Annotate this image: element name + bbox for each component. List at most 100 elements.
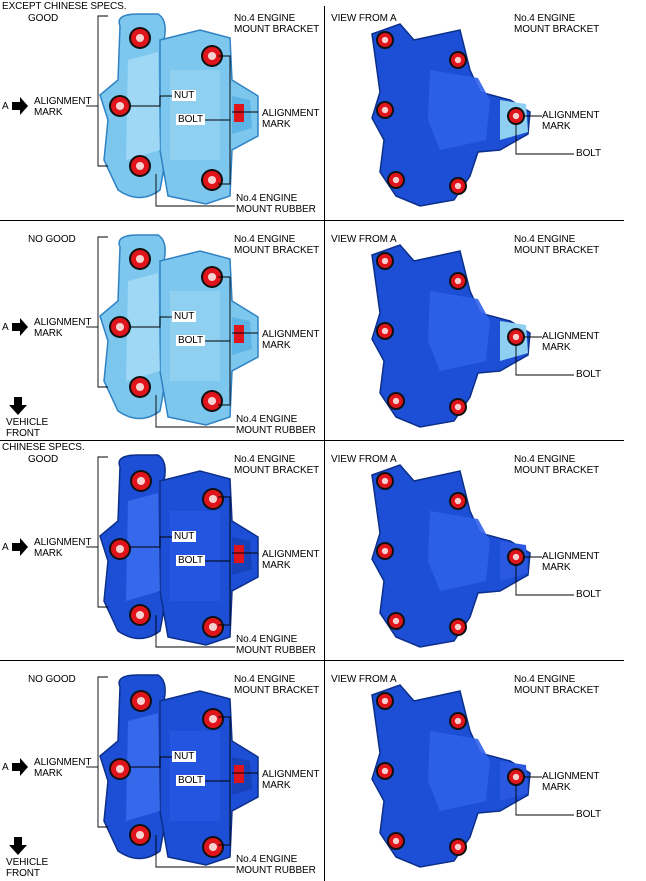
view-from-a-label: VIEW FROM A — [331, 674, 397, 685]
mount-bolt-marker — [449, 398, 467, 416]
vehicle-front-arrow-icon — [9, 397, 27, 415]
right-alignment-mark-label: ALIGNMENT MARK — [262, 329, 320, 351]
right-view-bolt-label: BOLT — [576, 809, 601, 820]
mount-bolt-marker — [202, 616, 224, 638]
status-label: GOOD — [28, 13, 59, 24]
alignment-mark-label: ALIGNMENT MARK — [34, 757, 92, 779]
right-view-bolt-label: BOLT — [576, 148, 601, 159]
mount-bolt-marker — [129, 824, 151, 846]
mount-bolt-marker — [387, 832, 405, 850]
bolt-label: BOLT — [176, 335, 205, 346]
alignment-mark-label: ALIGNMENT MARK — [34, 317, 92, 339]
right-mount-view — [371, 684, 531, 868]
mount-bolt-marker — [129, 376, 151, 398]
mount-bolt-marker — [449, 177, 467, 195]
right-view-bracket-label: No.4 ENGINE MOUNT BRACKET — [514, 234, 600, 256]
mount-bolt-marker — [387, 612, 405, 630]
view-a-arrow-icon — [12, 538, 28, 556]
right-view-alignment-label: ALIGNMENT MARK — [542, 110, 600, 132]
mount-bolt-marker — [201, 390, 223, 412]
mount-bolt-marker — [376, 692, 394, 710]
bolt-label: BOLT — [176, 114, 205, 125]
status-label: GOOD — [28, 454, 59, 465]
nut-leader-line — [130, 756, 174, 768]
mount-bolt-marker — [449, 712, 467, 730]
panel-divider — [0, 660, 624, 661]
view-a-arrow-icon — [12, 318, 28, 336]
vehicle-front-arrow-icon — [9, 837, 27, 855]
right-view-bracket-label: No.4 ENGINE MOUNT BRACKET — [514, 13, 600, 35]
mount-bolt-marker — [376, 762, 394, 780]
spec-header: EXCEPT CHINESE SPECS. — [2, 1, 127, 12]
bracket-label: No.4 ENGINE MOUNT BRACKET — [234, 454, 320, 476]
mount-bolt-marker — [376, 472, 394, 490]
right-bolt-leader-line — [515, 124, 574, 155]
mount-bolt-marker — [109, 316, 131, 338]
spec-header: CHINESE SPECS. — [2, 442, 85, 453]
mount-bolt-marker — [129, 155, 151, 177]
mount-bolt-marker — [449, 618, 467, 636]
mount-bolt-marker — [449, 51, 467, 69]
view-from-a-label: VIEW FROM A — [331, 234, 397, 245]
mount-bolt-marker — [376, 542, 394, 560]
rubber-leader-line — [155, 395, 235, 428]
status-label: NO GOOD — [28, 234, 76, 245]
nut-leader-line — [130, 95, 174, 107]
bolt-label: BOLT — [176, 775, 205, 786]
right-alignment-mark-label: ALIGNMENT MARK — [262, 769, 320, 791]
diagram-panel: CHINESE SPECS.GOOD VIEW FROM A A ALIGNMENT … — [0, 441, 646, 661]
mount-bolt-marker — [109, 758, 131, 780]
diagram-panel: EXCEPT CHINESE SPECS.GOOD VIEW FROM A A ALI… — [0, 0, 646, 220]
alignment-bracket-line — [97, 236, 108, 388]
right-view-alignment-label: ALIGNMENT MARK — [542, 551, 600, 573]
mount-bolt-marker — [507, 328, 525, 346]
view-from-a-label: VIEW FROM A — [331, 13, 397, 24]
alignment-mark-label: ALIGNMENT MARK — [34, 96, 92, 118]
mount-bolt-marker — [130, 470, 152, 492]
rubber-leader-line — [155, 174, 235, 207]
mount-bolt-marker — [449, 492, 467, 510]
view-a-label: A — [2, 322, 9, 333]
panel-divider — [0, 440, 624, 441]
vehicle-front-label: VEHICLE FRONT — [6, 417, 49, 439]
mount-bolt-marker — [202, 836, 224, 858]
view-a-label: A — [2, 542, 9, 553]
view-a-label: A — [2, 762, 9, 773]
alignment-bracket-line — [97, 456, 108, 608]
bracket-label: No.4 ENGINE MOUNT BRACKET — [234, 234, 320, 256]
mount-bolt-marker — [129, 604, 151, 626]
right-alignment-mark-label: ALIGNMENT MARK — [262, 549, 320, 571]
mount-bolt-marker — [201, 266, 223, 288]
diagram-panel: NO GOOD VIEW FROM A A ALIGNMENT MARK NUT BOLT… — [0, 661, 646, 881]
view-from-a-label: VIEW FROM A — [331, 454, 397, 465]
view-a-arrow-icon — [12, 97, 28, 115]
right-bolt-leader-line — [515, 565, 574, 596]
alignment-bracket-line — [97, 15, 108, 167]
mount-bolt-marker — [449, 838, 467, 856]
rubber-leader-line — [155, 835, 235, 868]
mount-bolt-marker — [449, 272, 467, 290]
view-a-label: A — [2, 101, 9, 112]
mount-bolt-marker — [201, 45, 223, 67]
right-mount-view — [371, 23, 531, 207]
mount-bolt-marker — [109, 538, 131, 560]
mount-bolt-marker — [129, 27, 151, 49]
nut-label: NUT — [172, 311, 197, 322]
status-label: NO GOOD — [28, 674, 76, 685]
right-view-alignment-label: ALIGNMENT MARK — [542, 771, 600, 793]
mount-illustration — [12, 13, 574, 207]
mount-bolt-marker — [376, 252, 394, 270]
rubber-leader-line — [155, 615, 235, 648]
mount-bolt-marker — [376, 101, 394, 119]
rubber-label: No.4 ENGINE MOUNT RUBBER — [236, 414, 316, 436]
nut-leader-line — [130, 316, 174, 328]
rubber-label: No.4 ENGINE MOUNT RUBBER — [236, 193, 316, 215]
right-bolt-leader-line — [515, 785, 574, 816]
mount-bolt-marker — [202, 708, 224, 730]
bracket-label: No.4 ENGINE MOUNT BRACKET — [234, 674, 320, 696]
bracket-label: No.4 ENGINE MOUNT BRACKET — [234, 13, 320, 35]
mount-bolt-marker — [376, 322, 394, 340]
right-alignment-mark-label: ALIGNMENT MARK — [262, 108, 320, 130]
nut-label: NUT — [172, 751, 197, 762]
right-view-bracket-label: No.4 ENGINE MOUNT BRACKET — [514, 674, 600, 696]
